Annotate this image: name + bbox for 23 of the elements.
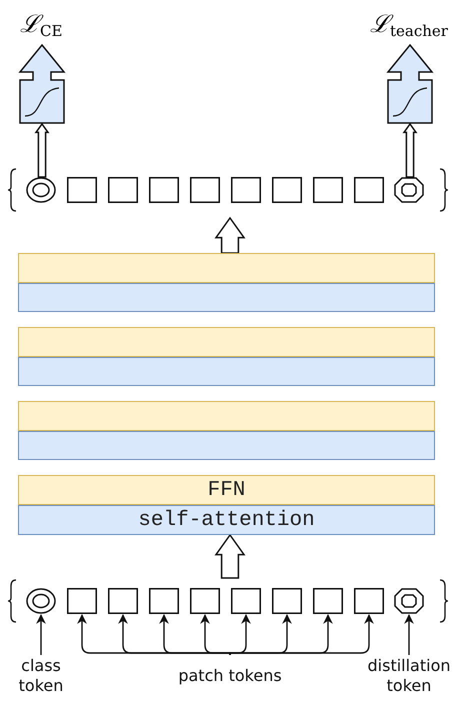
layer-band — [18, 327, 435, 357]
loss-label: ℒ$_{CE}$ — [20, 9, 62, 40]
hollow-arrow — [402, 122, 418, 178]
token-label: class token — [18, 656, 64, 696]
hollow-arrow — [34, 122, 50, 178]
hollow-arrow — [214, 216, 246, 254]
loss-label: ℒ$_{teacher}$ — [370, 9, 448, 40]
attention-band — [18, 505, 435, 535]
token-label: patch tokens — [178, 666, 282, 686]
layer-label: FFN — [208, 478, 246, 502]
arrow — [200, 614, 231, 655]
layer-band — [18, 357, 435, 386]
layer-band — [18, 283, 435, 312]
ffn-band — [18, 475, 435, 505]
hollow-arrow — [214, 534, 246, 579]
arrow — [36, 614, 46, 655]
layer-band — [18, 401, 435, 431]
arrow — [404, 614, 414, 655]
layer-band — [18, 253, 435, 283]
layer-band — [18, 431, 435, 460]
arrow — [229, 614, 374, 655]
token-label: distillation token — [366, 656, 452, 696]
layer-label: self-attention — [138, 508, 315, 532]
